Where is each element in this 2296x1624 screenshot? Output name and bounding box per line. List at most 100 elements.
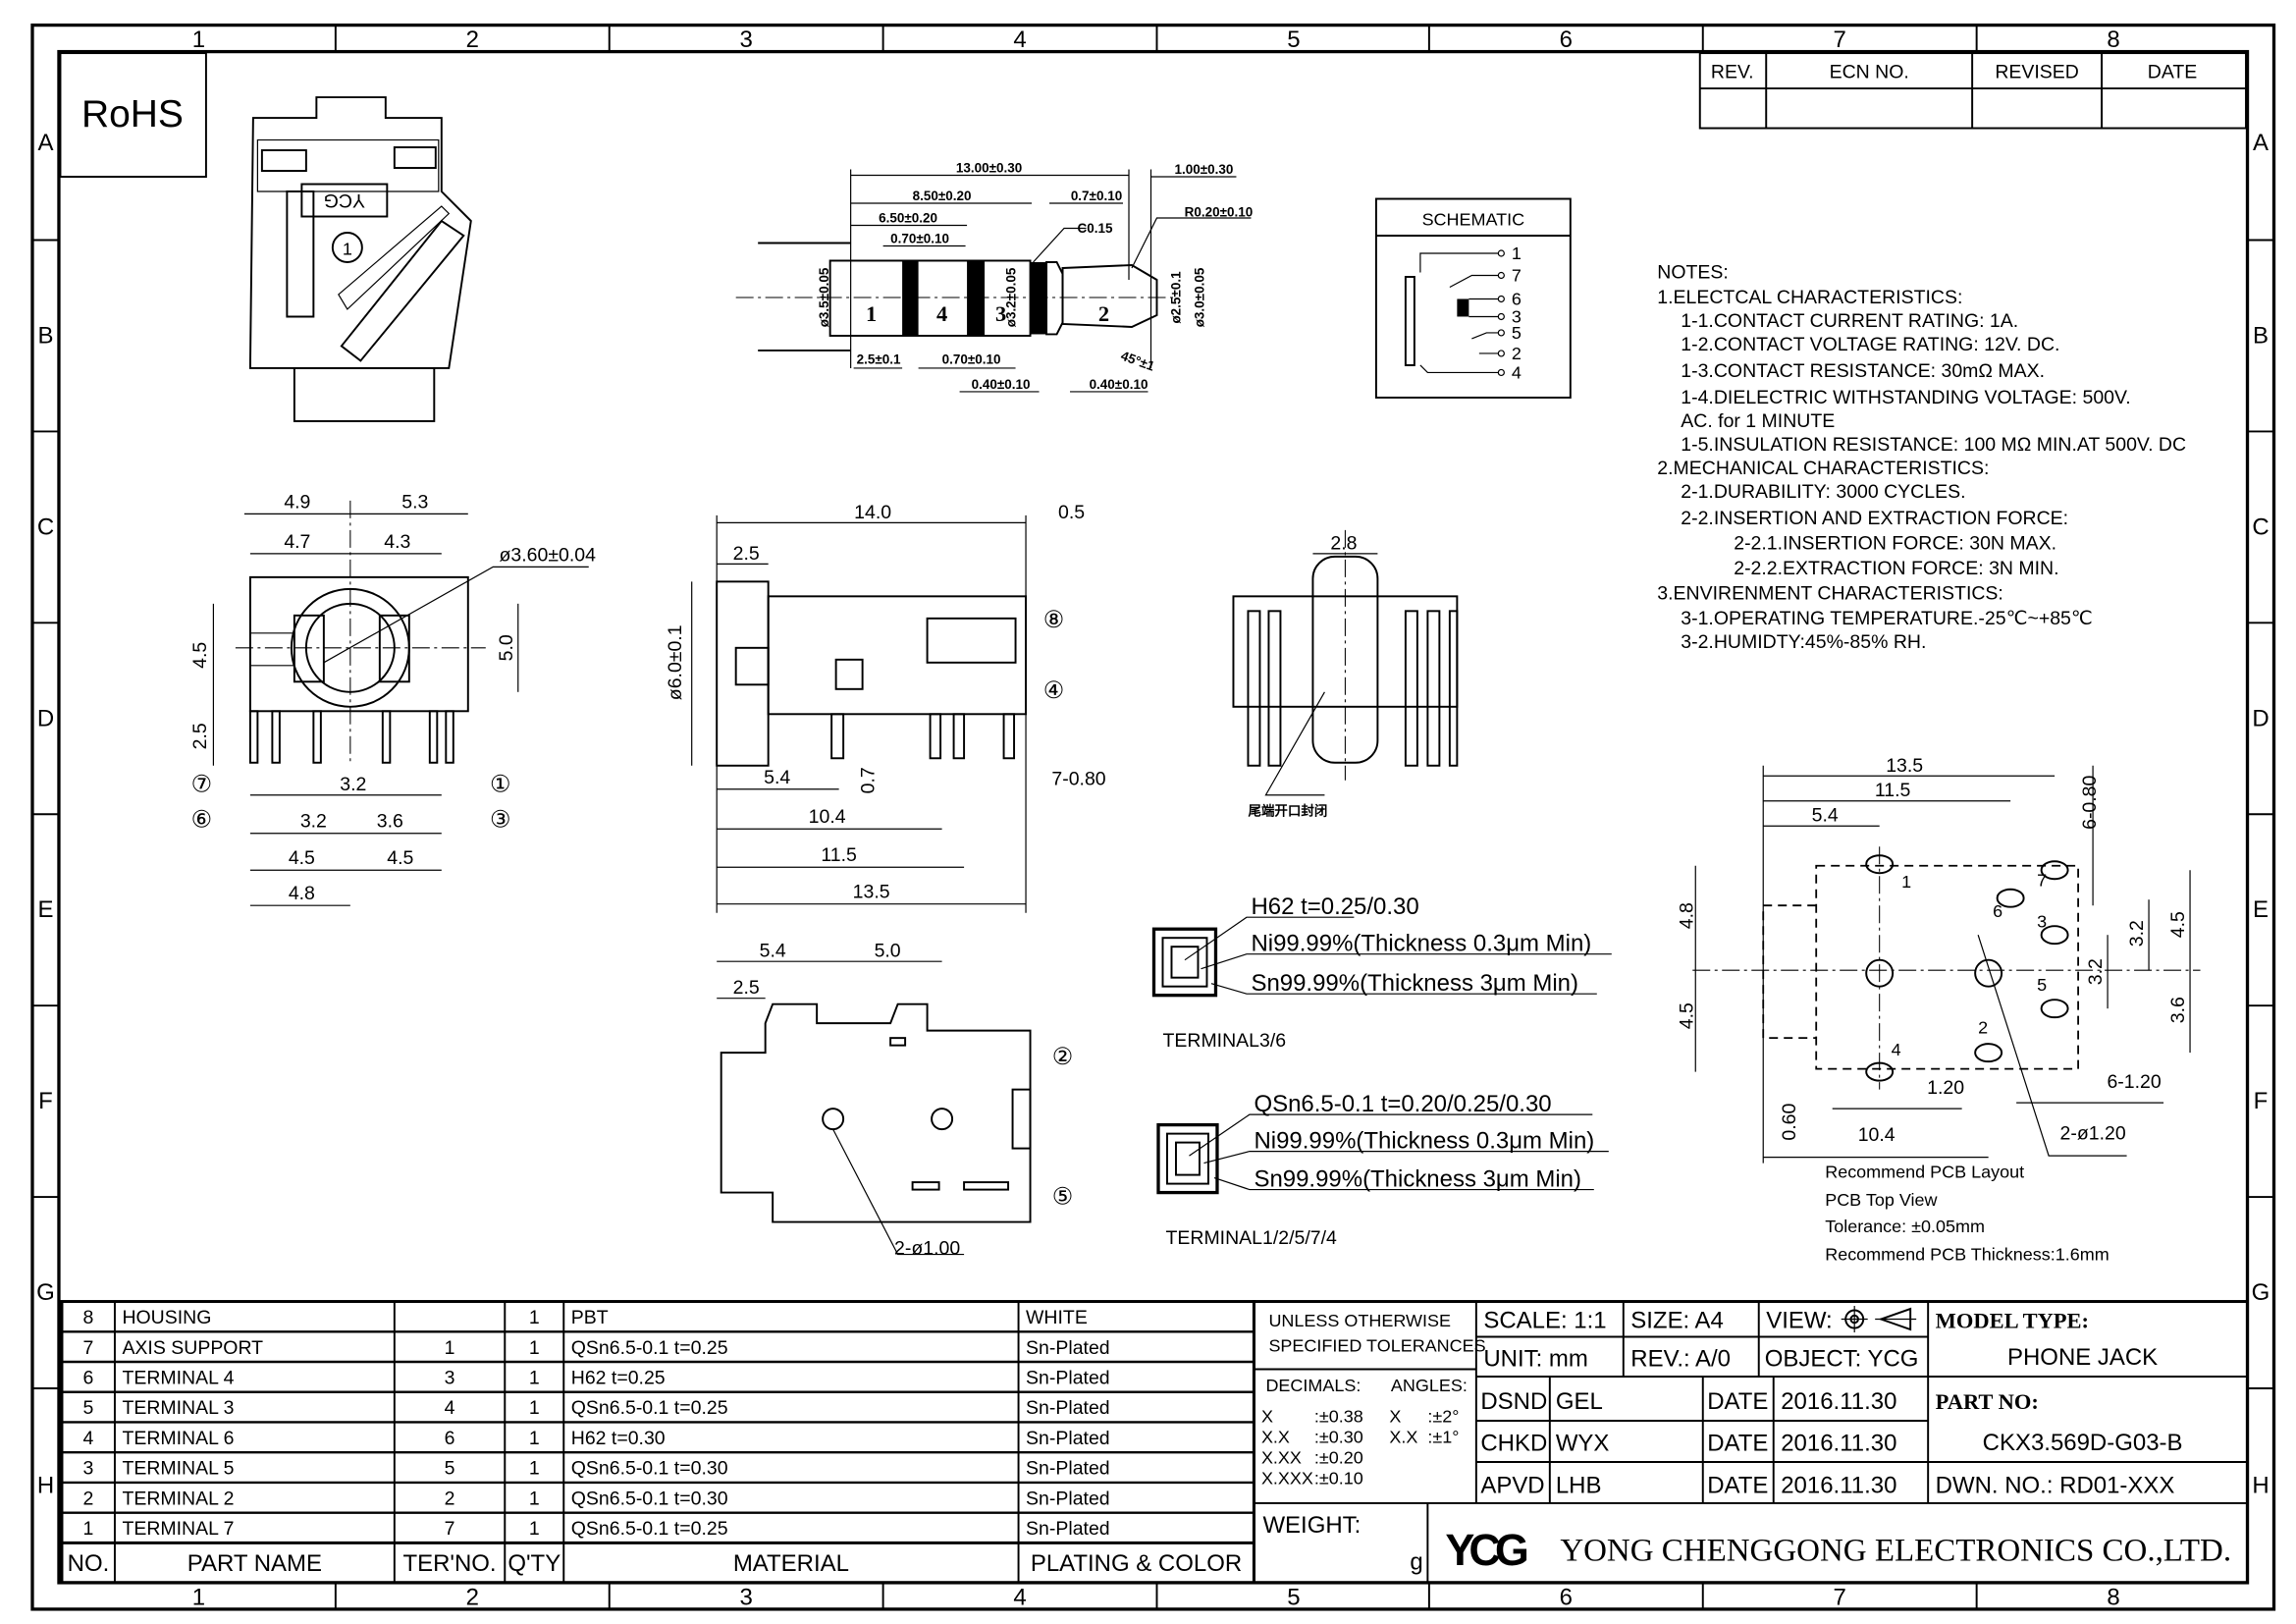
zone-row-label: B bbox=[37, 322, 53, 349]
pcb-dim-48: 4.8 bbox=[1676, 902, 1697, 929]
plating-sn: Sn99.99%(Thickness 3μm Min) bbox=[1254, 1166, 1581, 1193]
parts-table-cell: 7 bbox=[83, 1337, 94, 1359]
scale-field: SCALE: 1:1 bbox=[1483, 1308, 1606, 1334]
parts-table-cell: 1 bbox=[529, 1458, 540, 1480]
dim-dia35: ø3.5±0.05 bbox=[817, 267, 831, 327]
pcb-hole-4: 4 bbox=[1892, 1040, 1901, 1059]
parts-table-cell: 1 bbox=[529, 1428, 540, 1449]
plug-diagram: 1 4 3 2 13.00±0.30 8.50±0.20 6.50±0.20 0… bbox=[735, 161, 1254, 393]
first-angle-projection-icon bbox=[1841, 1306, 1917, 1333]
note-line: 2-2.INSERTION AND EXTRACTION FORCE: bbox=[1681, 508, 2068, 529]
plating-material: QSn6.5-0.1 t=0.20/0.25/0.30 bbox=[1254, 1091, 1551, 1117]
note-line: 2.MECHANICAL CHARACTERISTICS: bbox=[1657, 458, 1989, 479]
pcb-layout: 1 6 7 3 5 2 4 13.5 11.5 5.4 6-0.80 4.8 4… bbox=[1676, 755, 2201, 1265]
parts-table-cell: Sn-Plated bbox=[1026, 1428, 1110, 1449]
parts-table-cell: 4 bbox=[83, 1428, 94, 1449]
sv-callout-4: ④ bbox=[1043, 677, 1065, 704]
parts-table-cell: QSn6.5-0.1 t=0.25 bbox=[571, 1518, 728, 1540]
zone-column-label: 7 bbox=[1834, 27, 1846, 53]
pcb-dim-pin120: 6-1.20 bbox=[2107, 1071, 2161, 1093]
isometric-view: YCG 1 bbox=[248, 96, 472, 422]
dim-650: 6.50±0.20 bbox=[879, 211, 937, 226]
sv-dim-140: 14.0 bbox=[854, 502, 891, 523]
fv-dim-48: 4.8 bbox=[289, 883, 315, 904]
zone-column-label: 3 bbox=[740, 1584, 753, 1610]
pcb-dim-32b: 3.2 bbox=[2085, 958, 2107, 985]
tolerance-title: UNLESS OTHERWISE bbox=[1268, 1311, 1451, 1330]
parts-table-header: Q'TY bbox=[507, 1550, 561, 1577]
zone-column-label: 2 bbox=[466, 27, 479, 53]
rv-note: 尾端开口封闭 bbox=[1248, 803, 1327, 819]
signoff-date-label: DATE bbox=[1707, 1388, 1768, 1415]
weight-label: WEIGHT: bbox=[1262, 1512, 1361, 1539]
signoff-date: 2016.11.30 bbox=[1781, 1472, 1896, 1498]
note-line: 2-1.DURABILITY: 3000 CYCLES. bbox=[1681, 481, 1965, 503]
schematic-pin-label: 1 bbox=[1512, 244, 1522, 263]
parts-table-header: PLATING & COLOR bbox=[1031, 1550, 1242, 1577]
zone-row-label: D bbox=[2252, 705, 2269, 731]
schematic-pin-label: 7 bbox=[1512, 265, 1522, 285]
parts-table-cell: 1 bbox=[529, 1368, 540, 1389]
parts-table-cell: 1 bbox=[445, 1337, 455, 1359]
parts-table-cell: Sn-Plated bbox=[1026, 1488, 1110, 1509]
fv-callout-1: ① bbox=[490, 772, 511, 798]
parts-table-cell: 7 bbox=[445, 1518, 455, 1540]
parts-table-cell: 1 bbox=[529, 1397, 540, 1419]
fv-dim-25v: 2.5 bbox=[189, 723, 211, 749]
parts-table-cell: 8 bbox=[83, 1307, 94, 1328]
dim-overall: 13.00±0.30 bbox=[956, 161, 1022, 176]
parts-table-cell: QSn6.5-0.1 t=0.30 bbox=[571, 1488, 728, 1509]
dim-dia30: ø3.0±0.05 bbox=[1192, 267, 1206, 327]
dim-radius: R0.20±0.10 bbox=[1185, 205, 1254, 220]
parts-table-cell: 1 bbox=[529, 1488, 540, 1509]
zone-column-label: 5 bbox=[1287, 1584, 1300, 1610]
zone-column-label: 5 bbox=[1287, 27, 1300, 53]
parts-table-cell: TERMINAL 3 bbox=[122, 1397, 234, 1419]
schematic-pin-label: 6 bbox=[1512, 289, 1522, 308]
angle-tolerance-key: X.X bbox=[1389, 1427, 1417, 1446]
zone-column-label: 4 bbox=[1013, 1584, 1026, 1610]
date-header: DATE bbox=[2148, 62, 2198, 83]
angle-tolerance-value: :±1° bbox=[1427, 1427, 1459, 1446]
fv-dim-43: 4.3 bbox=[384, 531, 410, 553]
pcb-hole-1: 1 bbox=[1901, 872, 1911, 892]
zone-row-label: G bbox=[36, 1279, 55, 1306]
signoff-role: DSND bbox=[1480, 1388, 1547, 1415]
parts-table-cell: 3 bbox=[83, 1458, 94, 1480]
parts-table-cell: 5 bbox=[445, 1458, 455, 1480]
zone-row-label: D bbox=[37, 705, 54, 731]
pcb-dim-115: 11.5 bbox=[1875, 780, 1911, 801]
sv-dim-54: 5.4 bbox=[764, 767, 790, 788]
zone-row-label: A bbox=[2253, 130, 2269, 156]
note-line: AC. for 1 MINUTE bbox=[1681, 410, 1835, 432]
dim-040-a: 0.40±0.10 bbox=[972, 377, 1031, 392]
zone-row-label: E bbox=[37, 896, 53, 923]
fv-callout-3: ③ bbox=[490, 807, 511, 834]
signoff-date: 2016.11.30 bbox=[1781, 1388, 1896, 1415]
dim-850: 8.50±0.20 bbox=[913, 189, 972, 203]
note-line: 1-4.DIELECTRIC WITHSTANDING VOLTAGE: 500… bbox=[1681, 387, 2130, 408]
model-type-label: MODEL TYPE: bbox=[1936, 1309, 2089, 1333]
parts-table-cell: 1 bbox=[83, 1518, 94, 1540]
revised-header: REVISED bbox=[1995, 62, 2079, 83]
note-line: NOTES: bbox=[1657, 261, 1729, 283]
decimal-tolerance-key: X.XX bbox=[1261, 1447, 1302, 1467]
ecn-header: ECN NO. bbox=[1830, 62, 1909, 83]
pcb-dim-120: 1.20 bbox=[1927, 1077, 1964, 1099]
tolerance-title: SPECIFIED TOLERANCES bbox=[1268, 1336, 1485, 1356]
zone-row-label: H bbox=[37, 1472, 54, 1498]
rohs-box: RoHS bbox=[59, 52, 207, 179]
rev-header: REV. bbox=[1711, 62, 1754, 83]
parts-table-cell: Sn-Plated bbox=[1026, 1337, 1110, 1359]
parts-table-cell: WHITE bbox=[1026, 1307, 1088, 1328]
bottom-view: 5.4 5.0 2.5 2-ø1.00 ② ⑤ bbox=[717, 941, 1073, 1260]
signoff-name: WYX bbox=[1556, 1431, 1610, 1457]
note-line: 1.ELECTCAL CHARACTERISTICS: bbox=[1657, 287, 1962, 308]
signoff-name: LHB bbox=[1556, 1472, 1602, 1498]
